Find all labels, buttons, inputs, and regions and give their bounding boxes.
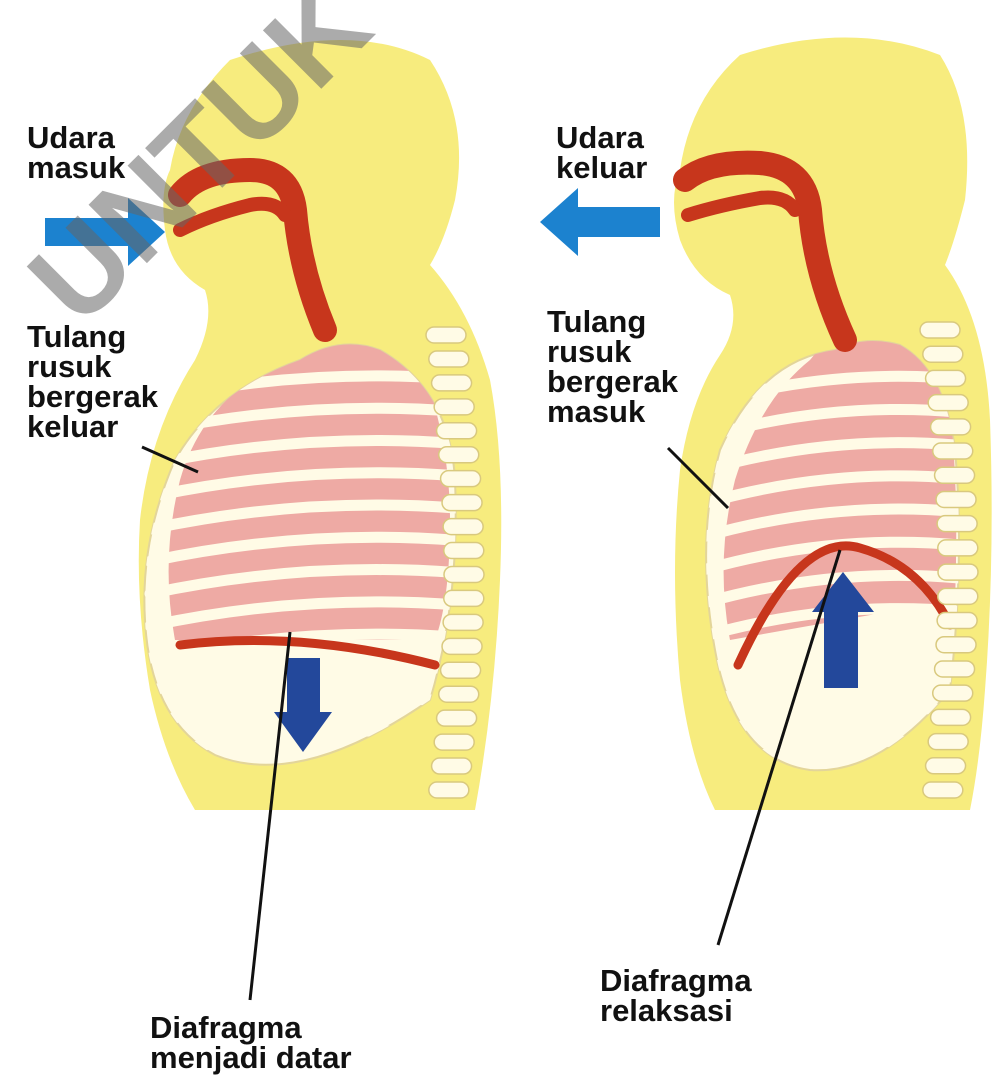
exhale-vertebra	[935, 661, 975, 677]
ribs-in-label-line2: rusuk	[547, 337, 678, 367]
exhale-vertebra	[931, 709, 971, 725]
inhale-vertebra	[426, 327, 466, 343]
exhale-vertebra	[928, 734, 968, 750]
air-in-label: Udara masuk	[27, 123, 125, 183]
ribs-out-label-line1: Tulang	[27, 322, 158, 352]
exhale-vertebra	[923, 782, 963, 798]
inhale-vertebra	[432, 758, 472, 774]
inhale-vertebra	[432, 375, 472, 391]
inhale-vertebra	[444, 590, 484, 606]
air-in-label-line1: Udara	[27, 123, 125, 153]
diaphragm-flat-label-line2: menjadi datar	[150, 1043, 352, 1073]
ribs-out-label: Tulang rusuk bergerak keluar	[27, 322, 158, 442]
ribs-in-label: Tulang rusuk bergerak masuk	[547, 307, 678, 427]
exhale-vertebra	[935, 467, 975, 483]
exhale-vertebra	[933, 685, 973, 701]
diaphragm-relax-label: Diafragma relaksasi	[600, 966, 752, 1026]
ribs-out-label-line4: keluar	[27, 412, 158, 442]
inhale-vertebra	[441, 662, 481, 678]
inhale-vertebra	[444, 543, 484, 559]
air-in-label-line2: masuk	[27, 153, 125, 183]
ribs-in-label-line3: bergerak	[547, 367, 678, 397]
exhale-vertebra	[938, 540, 978, 556]
exhale-vertebra	[931, 419, 971, 435]
inhale-vertebra	[439, 447, 479, 463]
inhale-vertebra	[441, 471, 481, 487]
ribs-in-label-line4: masuk	[547, 397, 678, 427]
exhale-vertebra	[923, 346, 963, 362]
ribs-out-label-line2: rusuk	[27, 352, 158, 382]
inhale-vertebra	[437, 423, 477, 439]
exhale-vertebra	[937, 613, 977, 629]
exhale-vertebra	[938, 588, 978, 604]
air-out-label-line1: Udara	[556, 123, 647, 153]
exhale-vertebra	[936, 637, 976, 653]
inhale-vertebra	[443, 614, 483, 630]
inhale-vertebra	[442, 638, 482, 654]
exhale-vertebra	[936, 491, 976, 507]
exhale-vertebra	[928, 395, 968, 411]
ribs-out-label-line3: bergerak	[27, 382, 158, 412]
inhale-vertebra	[434, 734, 474, 750]
diaphragm-flat-label: Diafragma menjadi datar	[150, 1013, 352, 1073]
exhale-vertebra	[926, 758, 966, 774]
air-out-label-line2: keluar	[556, 153, 647, 183]
inhale-vertebra	[429, 351, 469, 367]
exhale-vertebra	[938, 564, 978, 580]
exhale-vertebra	[926, 370, 966, 386]
inhale-vertebra	[429, 782, 469, 798]
air-out-label: Udara keluar	[556, 123, 647, 183]
exhale-vertebra	[920, 322, 960, 338]
inhale-vertebra	[442, 495, 482, 511]
diaphragm-flat-label-line1: Diafragma	[150, 1013, 352, 1043]
inhale-vertebra	[434, 399, 474, 415]
diaphragm-relax-label-line2: relaksasi	[600, 996, 752, 1026]
inhale-vertebra	[437, 710, 477, 726]
ribs-in-label-line1: Tulang	[547, 307, 678, 337]
exhale-vertebra	[937, 516, 977, 532]
diaphragm-relax-label-line1: Diafragma	[600, 966, 752, 996]
inhale-vertebra	[439, 686, 479, 702]
exhale-vertebra	[933, 443, 973, 459]
inhale-vertebra	[444, 566, 484, 582]
air-out-arrow	[540, 188, 660, 256]
inhale-vertebra	[443, 519, 483, 535]
